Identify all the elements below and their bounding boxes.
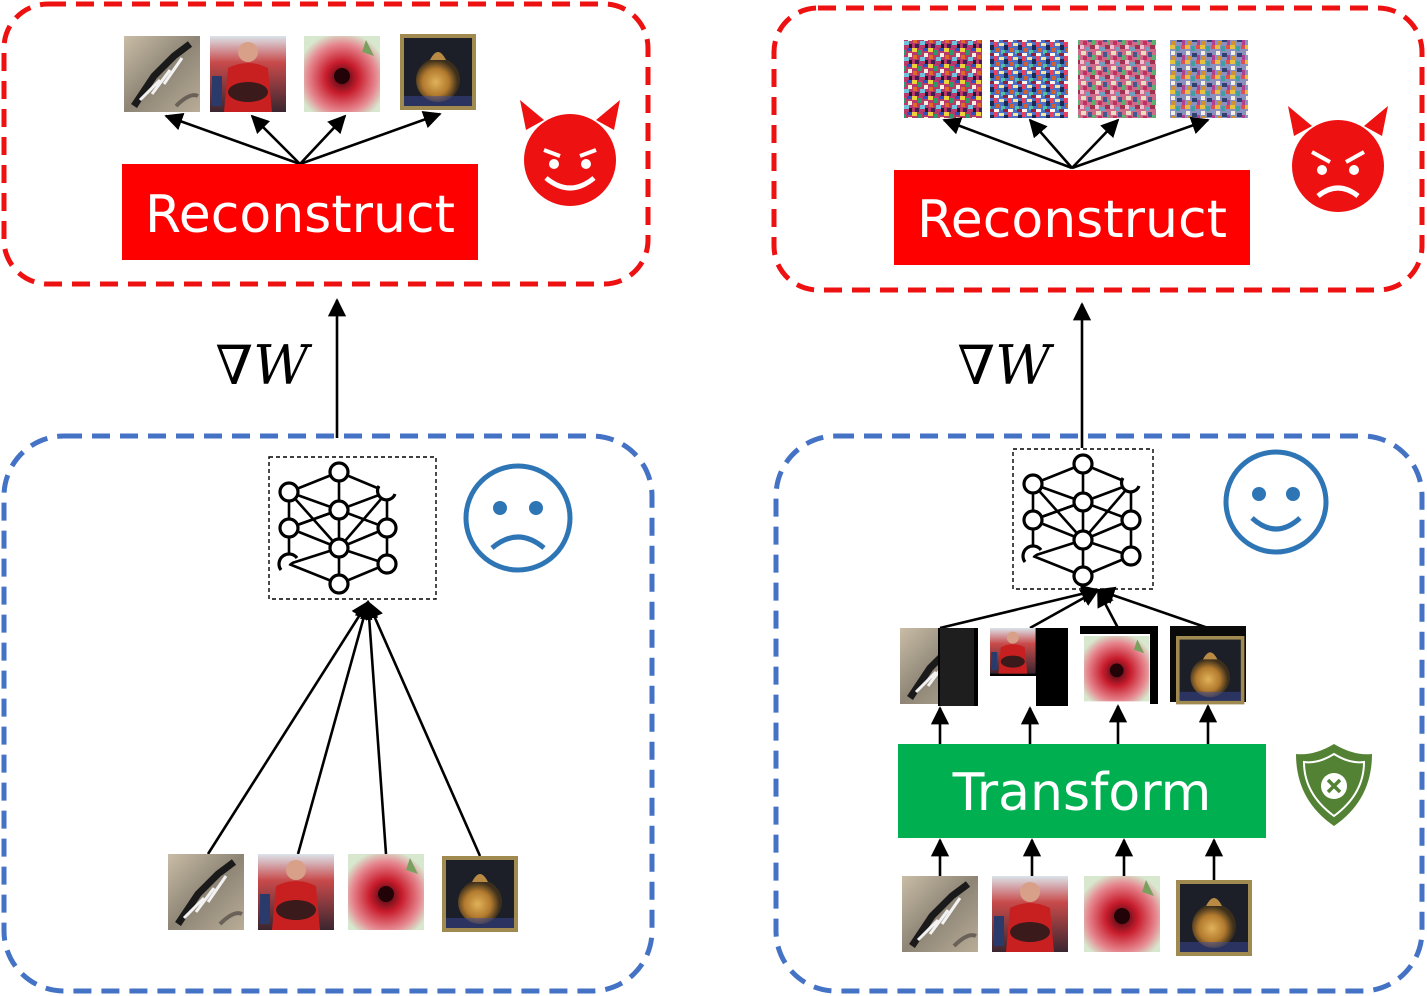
right-reconstruct-arrows <box>942 116 1210 170</box>
right-input-flower-image <box>1084 876 1160 952</box>
left-neural-network <box>268 456 437 600</box>
noise-image-1 <box>904 40 982 118</box>
right-gradient-label: ∇W <box>957 334 1055 397</box>
left-gradient-label: ∇W <box>215 334 313 397</box>
neural-network-icon-defended <box>1021 453 1142 587</box>
input-person-image <box>258 854 334 930</box>
right-client-box <box>773 433 1425 994</box>
right-reconstruct-box: Reconstruct <box>894 170 1250 265</box>
transformed-pear-image <box>1170 626 1246 705</box>
shield-x-icon <box>1296 744 1372 826</box>
reconstructed-flower-image <box>304 36 380 112</box>
left-reconstruct-arrows <box>164 110 442 166</box>
transform-box: Transform <box>898 744 1266 838</box>
transformed-bird-image <box>900 628 978 706</box>
transformed-flower-image <box>1080 626 1158 704</box>
left-reconstruct-box: Reconstruct <box>122 164 478 260</box>
left-input-arrows <box>206 600 482 857</box>
smiley-face-icon <box>1223 449 1329 555</box>
left-reconstructed-images <box>124 34 476 112</box>
left-client-box <box>1 433 655 994</box>
right-neural-network <box>1012 448 1154 590</box>
happy-devil-icon <box>520 100 620 206</box>
reconstructed-person-image <box>210 36 286 112</box>
left-reconstruct-label: Reconstruct <box>145 185 455 245</box>
noise-image-3 <box>1078 40 1156 118</box>
right-reconstructed-noise-images <box>904 40 1248 118</box>
right-transform-arrows <box>930 704 1218 744</box>
left-attacker-box <box>1 1 651 287</box>
right-reconstruct-label: Reconstruct <box>917 190 1227 250</box>
right-transformed-arrows <box>939 584 1209 630</box>
right-input-arrows <box>930 838 1224 880</box>
noise-image-2 <box>990 40 1068 118</box>
right-input-pear-image <box>1176 880 1252 956</box>
input-pear-image <box>442 856 518 932</box>
left-input-images <box>168 854 518 932</box>
reconstructed-bird-image <box>124 36 200 112</box>
right-input-images <box>902 876 1252 956</box>
right-transformed-images <box>900 626 1246 706</box>
right-input-bird-image <box>902 876 978 952</box>
transformed-person-image <box>990 628 1068 706</box>
input-flower-image <box>348 854 424 930</box>
angry-devil-icon <box>1288 106 1388 212</box>
transform-label: Transform <box>952 763 1212 823</box>
sad-face-icon <box>463 463 573 573</box>
input-bird-image <box>168 854 244 930</box>
neural-network-icon <box>277 461 398 595</box>
right-input-person-image <box>992 876 1068 952</box>
reconstructed-pear-image <box>400 34 476 110</box>
noise-image-4 <box>1170 40 1248 118</box>
right-attacker-box <box>771 5 1425 293</box>
